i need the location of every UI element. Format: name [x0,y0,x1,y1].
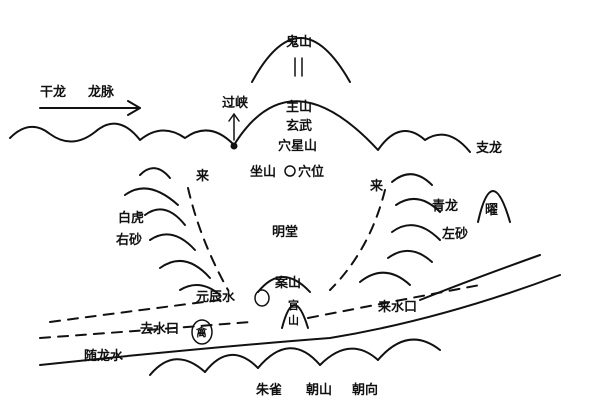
inner-water-flow [49,299,221,323]
yao-peak [477,190,511,223]
label-zhu-shan: 主山 [286,99,312,115]
label-chao-xiang: 朝向 [352,382,378,398]
guo-xia-arrowhead [228,112,240,122]
gui-shan-mountain [251,37,351,83]
label-guan-shan-2: 山 [288,313,299,327]
front-hill-1 [149,358,206,376]
label-yuan-chen-shui: 元辰水 [196,289,236,305]
lai-right-flow [329,189,386,291]
qing-long-hill-1 [391,173,433,186]
bai-hu-hill-6 [179,284,221,296]
outer-water-flow-right [307,284,481,319]
lai-left-flow [187,187,229,291]
label-zuo-sha: 左砂 [442,226,468,242]
bai-hu-hill-4 [149,233,196,251]
label-xuan-wu: 玄武 [286,118,312,134]
guan-shan-peak [281,304,309,329]
label-lai-right: 来 [369,178,384,194]
label-zhi-long: 支龙 [475,140,502,156]
bai-hu-hill-1 [139,167,171,179]
label-you-sha: 右砂 [115,232,142,248]
outer-water-flow-left [39,321,251,339]
label-sui-long-shui: 随龙水 [84,348,124,364]
label-xue-wei: 穴位 [298,164,324,180]
label-long-mai: 龙脉 [88,84,115,100]
xue-wei-circle [284,165,296,177]
label-guan-shan-1: 官 [288,298,299,312]
bai-hu-hill-2 [124,187,179,206]
qing-long-hill-4 [387,250,433,263]
label-zuo-shan: 坐山 [250,164,276,180]
label-zhu-que: 朱雀 [255,382,282,398]
label-bai-hu: 白虎 [118,210,144,226]
front-hill-2 [204,353,259,373]
label-gui-shan: 鬼山 [286,34,312,50]
bai-hu-hill-5 [159,259,211,279]
qing-long-hill-5 [359,271,411,286]
bai-hu-hill-3 [144,208,186,226]
qin-circle [191,319,213,345]
main-ridge [9,100,471,153]
label-qu-shui-kou: 去水口 [140,321,179,337]
label-qin: 禽 [195,325,208,339]
qing-long-hill-3 [391,224,441,241]
label-lai-left: 来 [195,168,210,184]
label-yao: 曜 [485,203,498,218]
label-qing-long: 青龙 [432,198,458,214]
an-shan-hill [257,276,311,293]
label-chao-shan: 朝山 [306,382,332,398]
long-mai-arrowhead [127,100,141,116]
sui-long-water-lower [39,274,561,366]
front-hill-5 [377,338,441,361]
front-hill-4 [319,347,379,366]
label-xue-xing-shan: 穴星山 [278,138,317,154]
qing-long-hill-2 [395,197,441,213]
guo-xia-point [230,142,238,150]
front-hill-3 [257,347,321,369]
label-gan-long: 干龙 [40,84,66,100]
label-guo-xia: 过峡 [222,95,249,111]
label-ming-tang: 明堂 [272,224,298,240]
sui-long-water-upper [419,254,541,301]
label-an-shan: 案山 [274,275,301,291]
yuan-chen-shui-circle [254,289,270,307]
